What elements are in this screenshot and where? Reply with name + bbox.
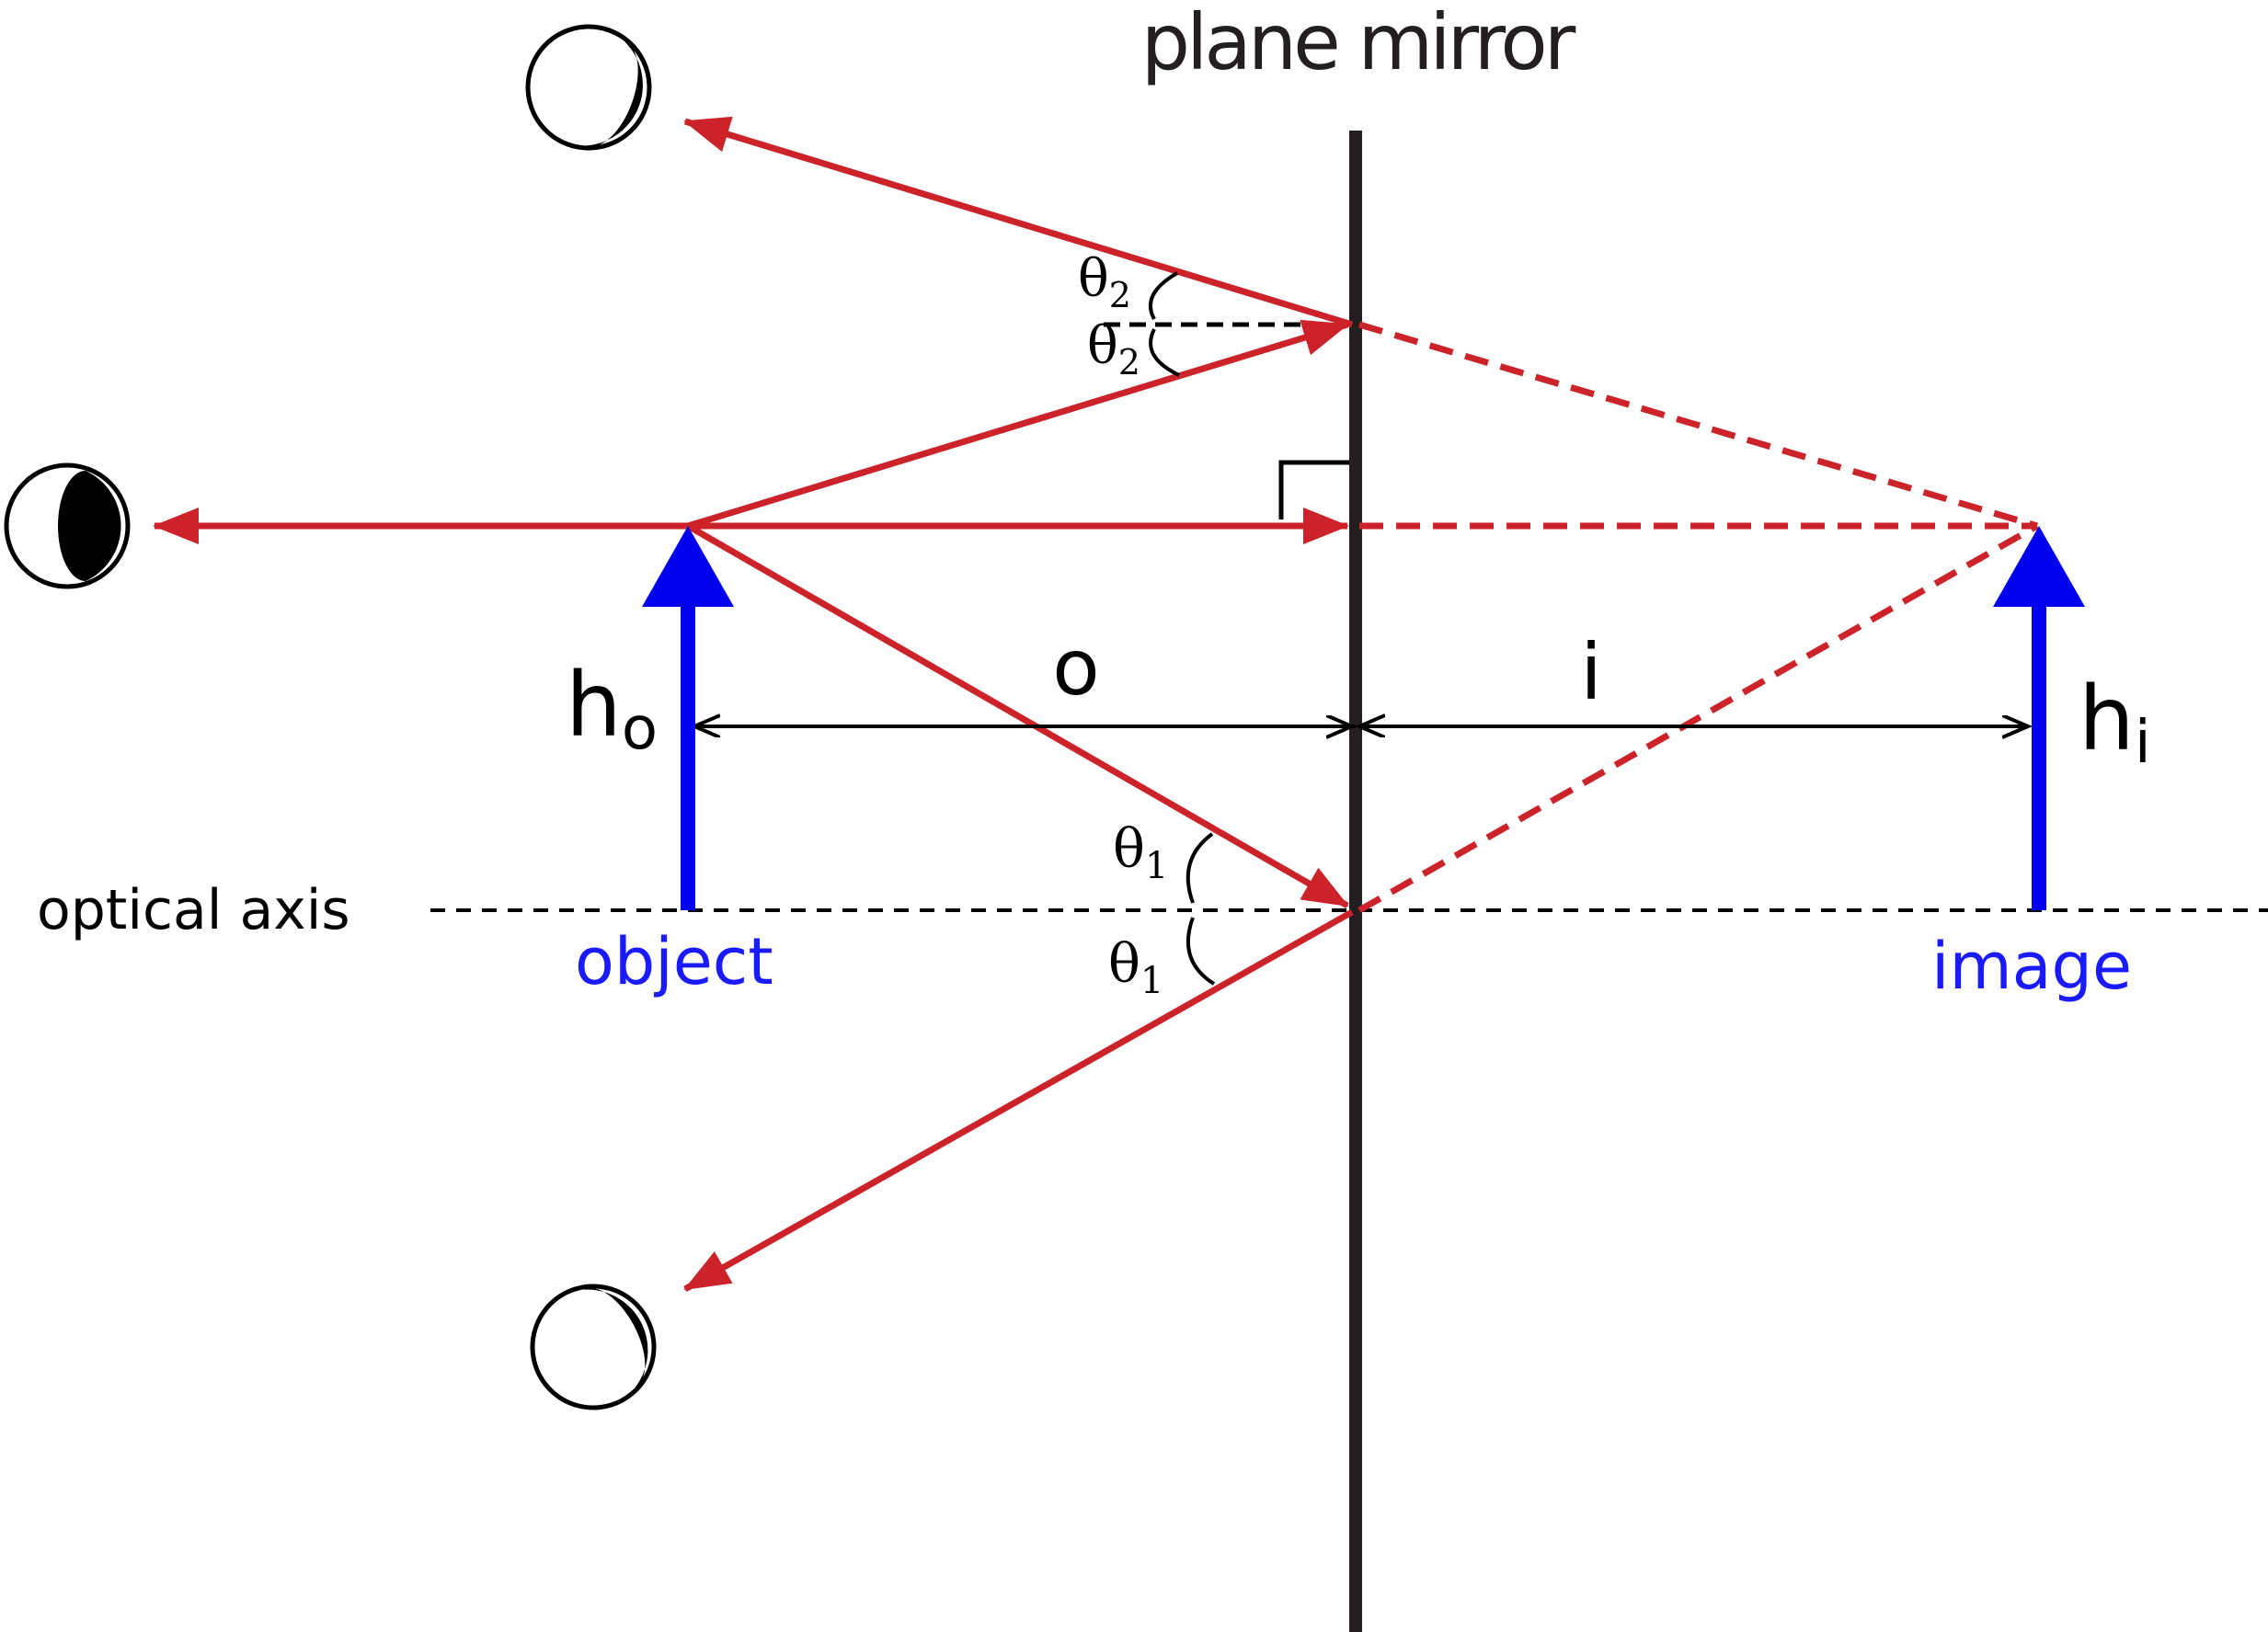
object-arrow xyxy=(642,526,734,910)
reflected-ray-bottom xyxy=(683,908,1354,1293)
virtual-rays xyxy=(1357,321,2039,914)
image-height-subscript: i xyxy=(2135,709,2151,777)
optical-axis-label: optical axis xyxy=(37,878,350,942)
object-height-label: ho xyxy=(566,654,658,763)
object-distance-label: o xyxy=(1052,622,1099,713)
object-label: object xyxy=(575,924,773,999)
right-angle-marker xyxy=(1278,460,1349,519)
virtual-ray-bottom xyxy=(1357,522,2039,914)
image-arrow xyxy=(1993,526,2085,910)
theta2-label-lower: θ2 xyxy=(1087,316,1140,382)
theta2-label-upper: θ2 xyxy=(1078,249,1131,315)
image-height-label: hi xyxy=(2079,668,2151,777)
virtual-ray-top xyxy=(1358,321,2038,530)
object-height-subscript: o xyxy=(622,695,658,763)
angle-arcs xyxy=(1149,271,1216,986)
theta1-label-lower: θ1 xyxy=(1108,932,1163,1002)
theta1-arc-upper xyxy=(1186,832,1214,904)
image-distance-label: i xyxy=(1580,627,1601,717)
theta2-arc-upper xyxy=(1149,271,1178,320)
incident-ray-top xyxy=(686,319,1349,530)
reflected-ray-top xyxy=(683,116,1354,328)
eye-icon xyxy=(4,462,131,589)
image-label: image xyxy=(1931,929,2132,1004)
eye-icon xyxy=(525,24,652,151)
theta1-arc-lower xyxy=(1186,917,1216,986)
incident-ray-bottom xyxy=(686,522,1349,909)
image-height-symbol: h xyxy=(2079,668,2135,770)
theta1-label-upper: θ1 xyxy=(1113,817,1168,887)
mirror-label: plane mirror xyxy=(1141,0,1576,87)
real-rays xyxy=(153,116,1354,1293)
object-height-symbol: h xyxy=(566,654,622,757)
eye-icon xyxy=(530,1284,657,1410)
theta2-arc-lower xyxy=(1149,328,1180,377)
